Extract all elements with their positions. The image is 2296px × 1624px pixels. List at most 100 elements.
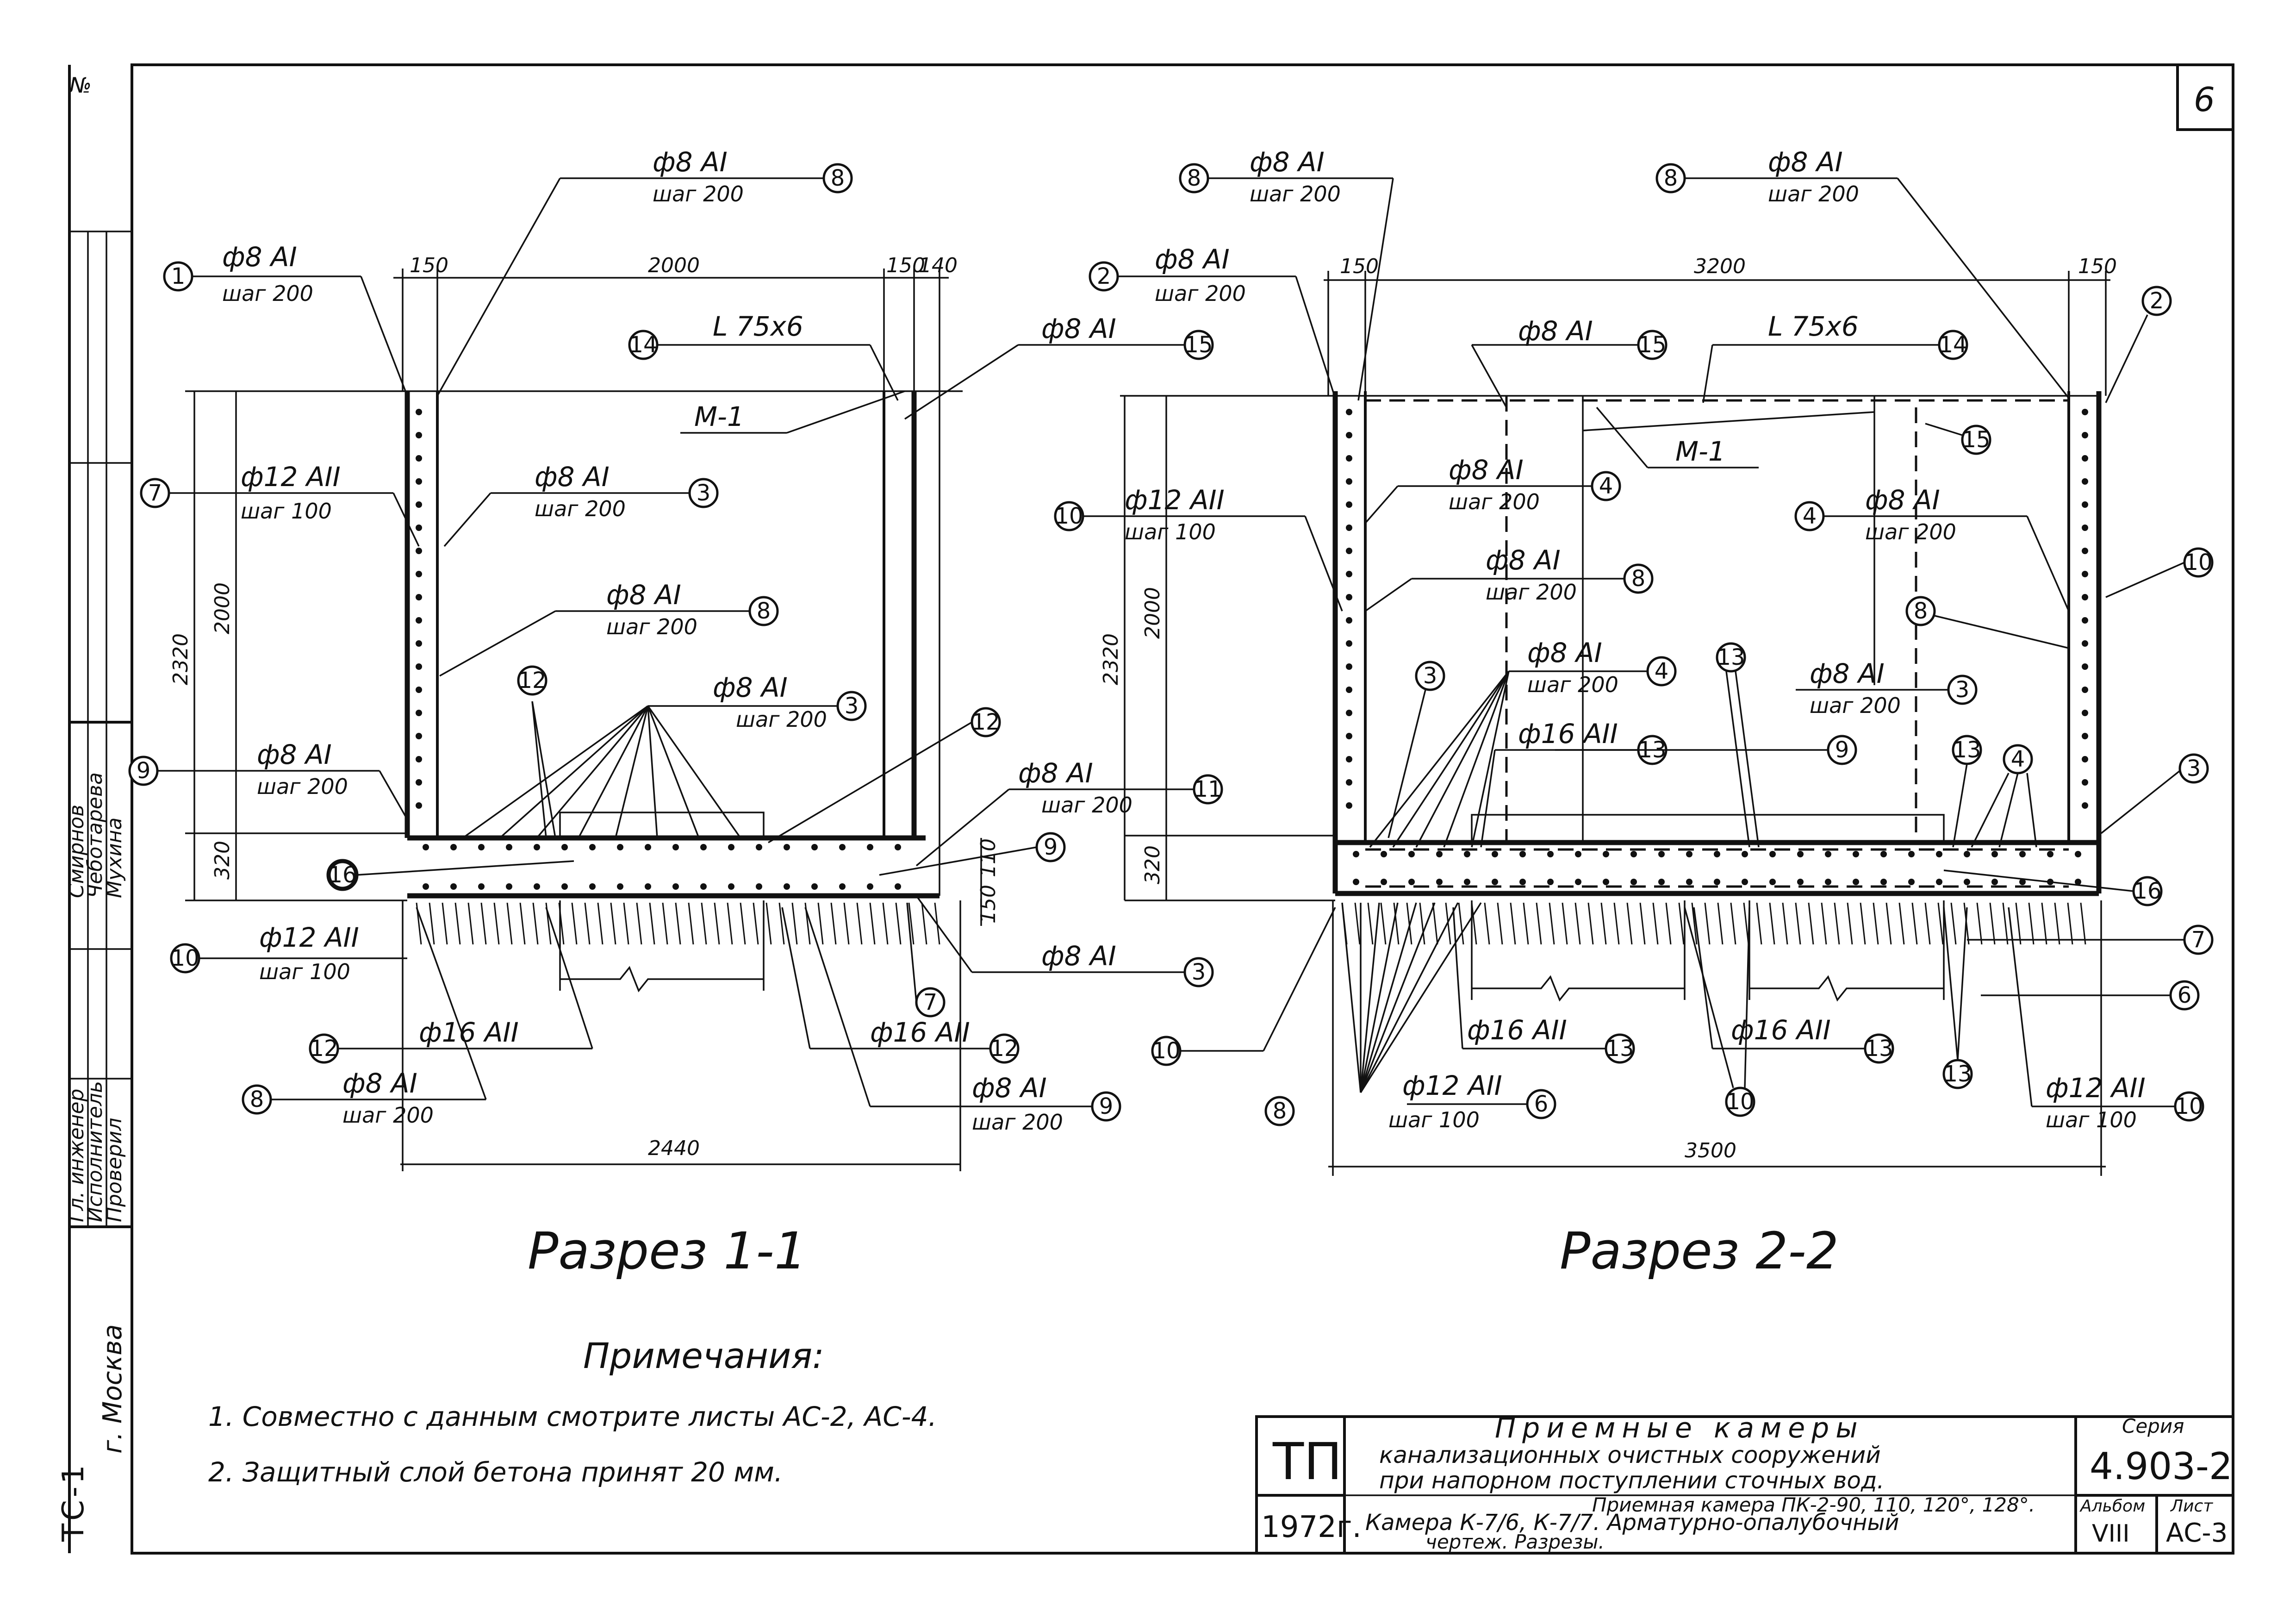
rebar-dot (1825, 851, 1831, 857)
tb-line4: Приемная камера ПК-2-90, 110, 120°, 128°… (1592, 1493, 2035, 1516)
rebar-dot (784, 844, 790, 850)
rebar-dot (1825, 879, 1831, 885)
s1-c8c-label: ф8 АI (342, 1068, 417, 1099)
s2-c8-sub: шаг 200 (1250, 181, 1341, 206)
soil-hatch (1989, 902, 1996, 945)
rebar-dot (1603, 851, 1609, 857)
rebar-dot (1575, 851, 1581, 857)
rebar-dot (2082, 756, 2088, 762)
rebar-dot (2019, 879, 2026, 885)
s2-c4c-label: ф8 АI (1527, 637, 1602, 668)
s2-c13e-label: ф16 АII (1731, 1014, 1831, 1046)
soil-hatch (1613, 902, 1620, 945)
svg-text:10: 10 (2175, 1093, 2203, 1119)
soil-hatch (895, 902, 902, 945)
rebar-dot (1353, 879, 1359, 885)
s2-c4c-sub: шаг 200 (1527, 672, 1618, 697)
svg-text:12: 12 (990, 1036, 1018, 1062)
s1-dim-2320: 2320 (169, 633, 193, 685)
tb-line2: канализационных очистных сооружений (1379, 1442, 1881, 1468)
rebar-dot (416, 409, 422, 415)
rebar-dot (2082, 663, 2088, 670)
rebar-dot (1880, 851, 1887, 857)
svg-text:10: 10 (1152, 1038, 1180, 1064)
stamp-name-2: Чеботарева (83, 772, 107, 898)
rebar-dot (416, 501, 422, 508)
rebar-dot (1346, 525, 1352, 531)
soil-hatch (480, 902, 487, 945)
soil-hatch (1380, 902, 1387, 945)
soil-hatch (921, 902, 927, 945)
rebar-dot (1880, 879, 1887, 885)
soil-hatch (675, 902, 681, 945)
soil-hatch (2067, 902, 2073, 945)
rebar-dot (1964, 851, 1970, 857)
svg-text:6: 6 (1534, 1091, 1549, 1117)
svg-text:3: 3 (2187, 756, 2201, 781)
rebar-dot (1630, 879, 1637, 885)
leader-line (1392, 671, 1510, 848)
soil-hatch (1717, 902, 1724, 945)
svg-text:10: 10 (1055, 503, 1083, 529)
s2-c8b-label: ф8 АI (1768, 146, 1843, 178)
rebar-dot (1714, 879, 1720, 885)
soil-hatch (1523, 902, 1529, 945)
rebar-dot (2082, 802, 2088, 809)
svg-text:13: 13 (1717, 644, 1745, 670)
rebar-dot (416, 756, 422, 762)
svg-text:15: 15 (1962, 427, 1990, 453)
rebar-dot (450, 883, 457, 890)
soil-hatch (1419, 902, 1425, 945)
svg-text:3: 3 (1955, 677, 1970, 703)
tb-series-value: 4.903-2 (2090, 1445, 2233, 1488)
svg-text:3: 3 (845, 693, 859, 719)
svg-text:3: 3 (1423, 663, 1437, 689)
svg-text:8: 8 (1664, 165, 1678, 191)
rebar-dot (478, 844, 485, 850)
rebar-dot (478, 883, 485, 890)
soil-hatch (1743, 902, 1749, 945)
svg-text:2: 2 (1097, 263, 1111, 289)
soil-hatch (571, 902, 578, 945)
s1-dim-150b: 150 (886, 254, 925, 277)
rebar-dot (1346, 501, 1352, 508)
soil-hatch (442, 902, 448, 945)
rebar-dot (2075, 851, 2081, 857)
svg-text:9: 9 (137, 758, 151, 784)
soil-hatch (429, 902, 435, 945)
tb-line5: Камера К-7/6, К-7/7. Арматурно-опалубочн… (1365, 1510, 1899, 1536)
svg-text:3: 3 (1192, 959, 1206, 985)
stamp-name-3: Мухина (103, 818, 126, 898)
s1-c9c-sub: шаг 200 (972, 1110, 1063, 1135)
soil-hatch (869, 902, 876, 945)
rebar-dot (1346, 571, 1352, 577)
svg-text:4: 4 (2011, 746, 2025, 772)
rebar-dot (416, 455, 422, 462)
rebar-dot (1630, 851, 1637, 857)
rebar-dot (672, 844, 679, 850)
section-2-callouts: 8 ф8 АI шаг 200 8 ф8 АI шаг 200 2 ф8 АI … (1054, 146, 2214, 1132)
soil-hatch (2054, 902, 2060, 945)
soil-hatch (1795, 902, 1801, 945)
soil-hatch (649, 902, 655, 945)
soil-hatch (1497, 902, 1503, 945)
soil-hatch (1600, 902, 1607, 945)
svg-text:12: 12 (310, 1036, 338, 1062)
section-1-callouts: 1 ф8 АI шаг 200 8 ф8 АI шаг 200 14 L 75х… (128, 146, 1223, 1135)
s2-c10-label: ф12 АII (1125, 484, 1225, 516)
soil-hatch (2080, 902, 2086, 945)
note-2: 2. Защитный слой бетона принят 20 мм. (208, 1456, 783, 1488)
rebar-dot (1353, 851, 1359, 857)
rebar-dot (839, 883, 846, 890)
leader-line (1360, 902, 1459, 1093)
s2-c3b-label: ф8 АI (1810, 658, 1885, 689)
soil-hatch (1937, 902, 1944, 945)
rebar-dot (1346, 802, 1352, 809)
soil-hatch (1924, 902, 1931, 945)
rebar-dot (423, 844, 429, 850)
s2-c6b-sub: шаг 100 (1388, 1107, 1480, 1132)
rebar-dot (1769, 851, 1776, 857)
soil-hatch (688, 902, 694, 945)
s1-c9-label: ф8 АI (257, 739, 332, 770)
